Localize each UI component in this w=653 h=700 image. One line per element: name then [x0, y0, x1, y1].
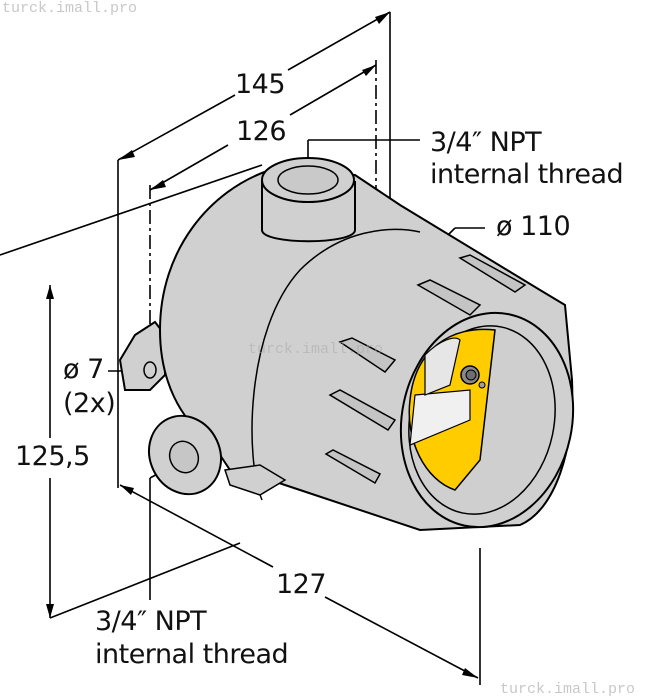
- dimension-125-5: 125,5: [15, 441, 90, 472]
- watermark-top-left: turck.imall.pro: [2, 0, 138, 17]
- front-bezel: [399, 311, 575, 529]
- dimension-lines: [0, 11, 485, 685]
- side-port-label-line1: 3/4″ NPT: [95, 606, 207, 637]
- top-port-label-line1: 3/4″ NPT: [430, 127, 542, 158]
- hole-count-label: (2x): [63, 388, 116, 419]
- dimension-hole-diameter-7: ø 7: [63, 354, 104, 385]
- dimension-diameter-110: ø 110: [496, 211, 571, 242]
- dimension-127: 127: [276, 569, 327, 600]
- watermark-bottom-right: turck.imall.pro: [500, 681, 636, 698]
- top-port-label-line2: internal thread: [430, 159, 624, 190]
- bayonet-slots: [324, 254, 527, 485]
- watermark-center: turck.imall.pro: [248, 341, 384, 358]
- side-port-label-line2: internal thread: [95, 639, 289, 670]
- dimension-126: 126: [236, 116, 287, 147]
- dimension-145: 145: [235, 69, 286, 100]
